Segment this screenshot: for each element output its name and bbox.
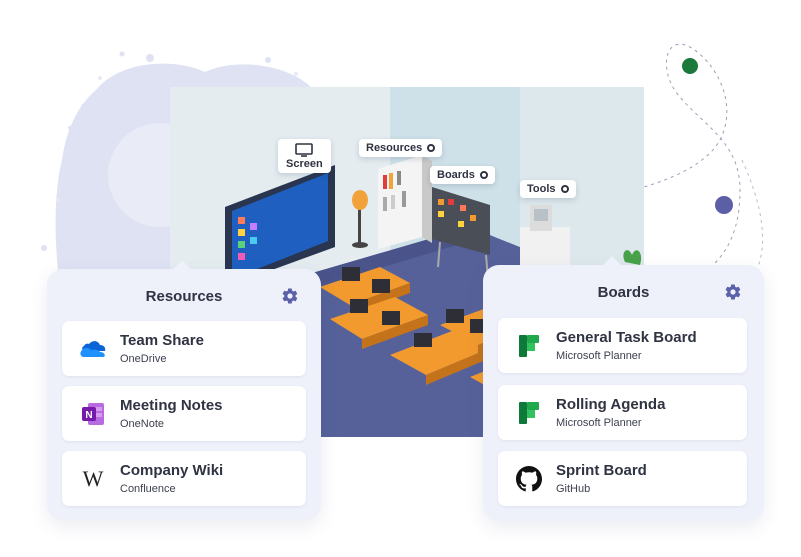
ring-icon [479,171,488,179]
gear-icon[interactable] [724,283,742,301]
github-icon [514,464,544,494]
scene-tag-boards[interactable]: Boards [430,166,495,184]
resource-card-company-wiki[interactable]: W Company Wiki Confluence [62,451,306,506]
board-source: GitHub [556,482,591,495]
onenote-icon: N [78,399,108,429]
resources-panel-title: Resources [145,287,223,305]
resources-panel: Resources Team Share OneDrive N [47,260,321,520]
resource-card-team-share[interactable]: Team Share OneDrive [62,321,306,376]
resources-panel-header: Resources [47,269,321,323]
board-card-general-task-board[interactable]: General Task Board Microsoft Planner [498,318,747,373]
wall-screen [225,165,335,287]
gear-icon[interactable] [281,287,299,305]
panel-pointer [603,256,621,265]
scene-tag-boards-label: Boards [437,169,475,181]
resource-source: OneDrive [120,352,167,365]
resource-card-meeting-notes[interactable]: N Meeting Notes OneNote [62,386,306,441]
board-name: Rolling Agenda [556,395,666,413]
scene-tag-screen-label: Screen [286,158,323,170]
ring-icon [560,185,569,193]
scene-tag-tools[interactable]: Tools [520,180,576,198]
board-card-sprint-board[interactable]: Sprint Board GitHub [498,451,747,506]
planner-icon [514,331,544,361]
planner-icon [514,398,544,428]
resource-name: Meeting Notes [120,396,223,414]
svg-text:W: W [83,468,104,490]
ring-icon [427,144,436,152]
boards-panel-header: Boards [483,265,764,319]
monitor-icon [295,143,314,157]
boards-panel: Boards General Task Board Microsoft Plan… [483,256,764,521]
panel-pointer [173,260,191,269]
board-name: General Task Board [556,328,697,346]
purple-dot [715,196,733,214]
board-card-rolling-agenda[interactable]: Rolling Agenda Microsoft Planner [498,385,747,440]
scene-tag-screen[interactable]: Screen [278,139,331,173]
scene-tag-tools-label: Tools [527,183,556,195]
resource-source: Confluence [120,482,176,495]
scene-tag-resources-label: Resources [366,142,423,154]
kanban-easel [432,187,490,280]
resource-name: Company Wiki [120,461,224,479]
board-source: Microsoft Planner [556,349,642,362]
board-source: Microsoft Planner [556,416,642,429]
boards-panel-title: Boards [597,283,650,301]
onedrive-icon [78,334,108,364]
bookshelf [378,155,432,249]
board-name: Sprint Board [556,461,647,479]
wikipedia-icon: W [78,464,108,494]
svg-text:N: N [85,410,92,421]
green-dot [682,58,698,74]
scene-tag-resources[interactable]: Resources [359,139,443,157]
resource-name: Team Share [120,331,204,349]
resource-source: OneNote [120,417,165,430]
